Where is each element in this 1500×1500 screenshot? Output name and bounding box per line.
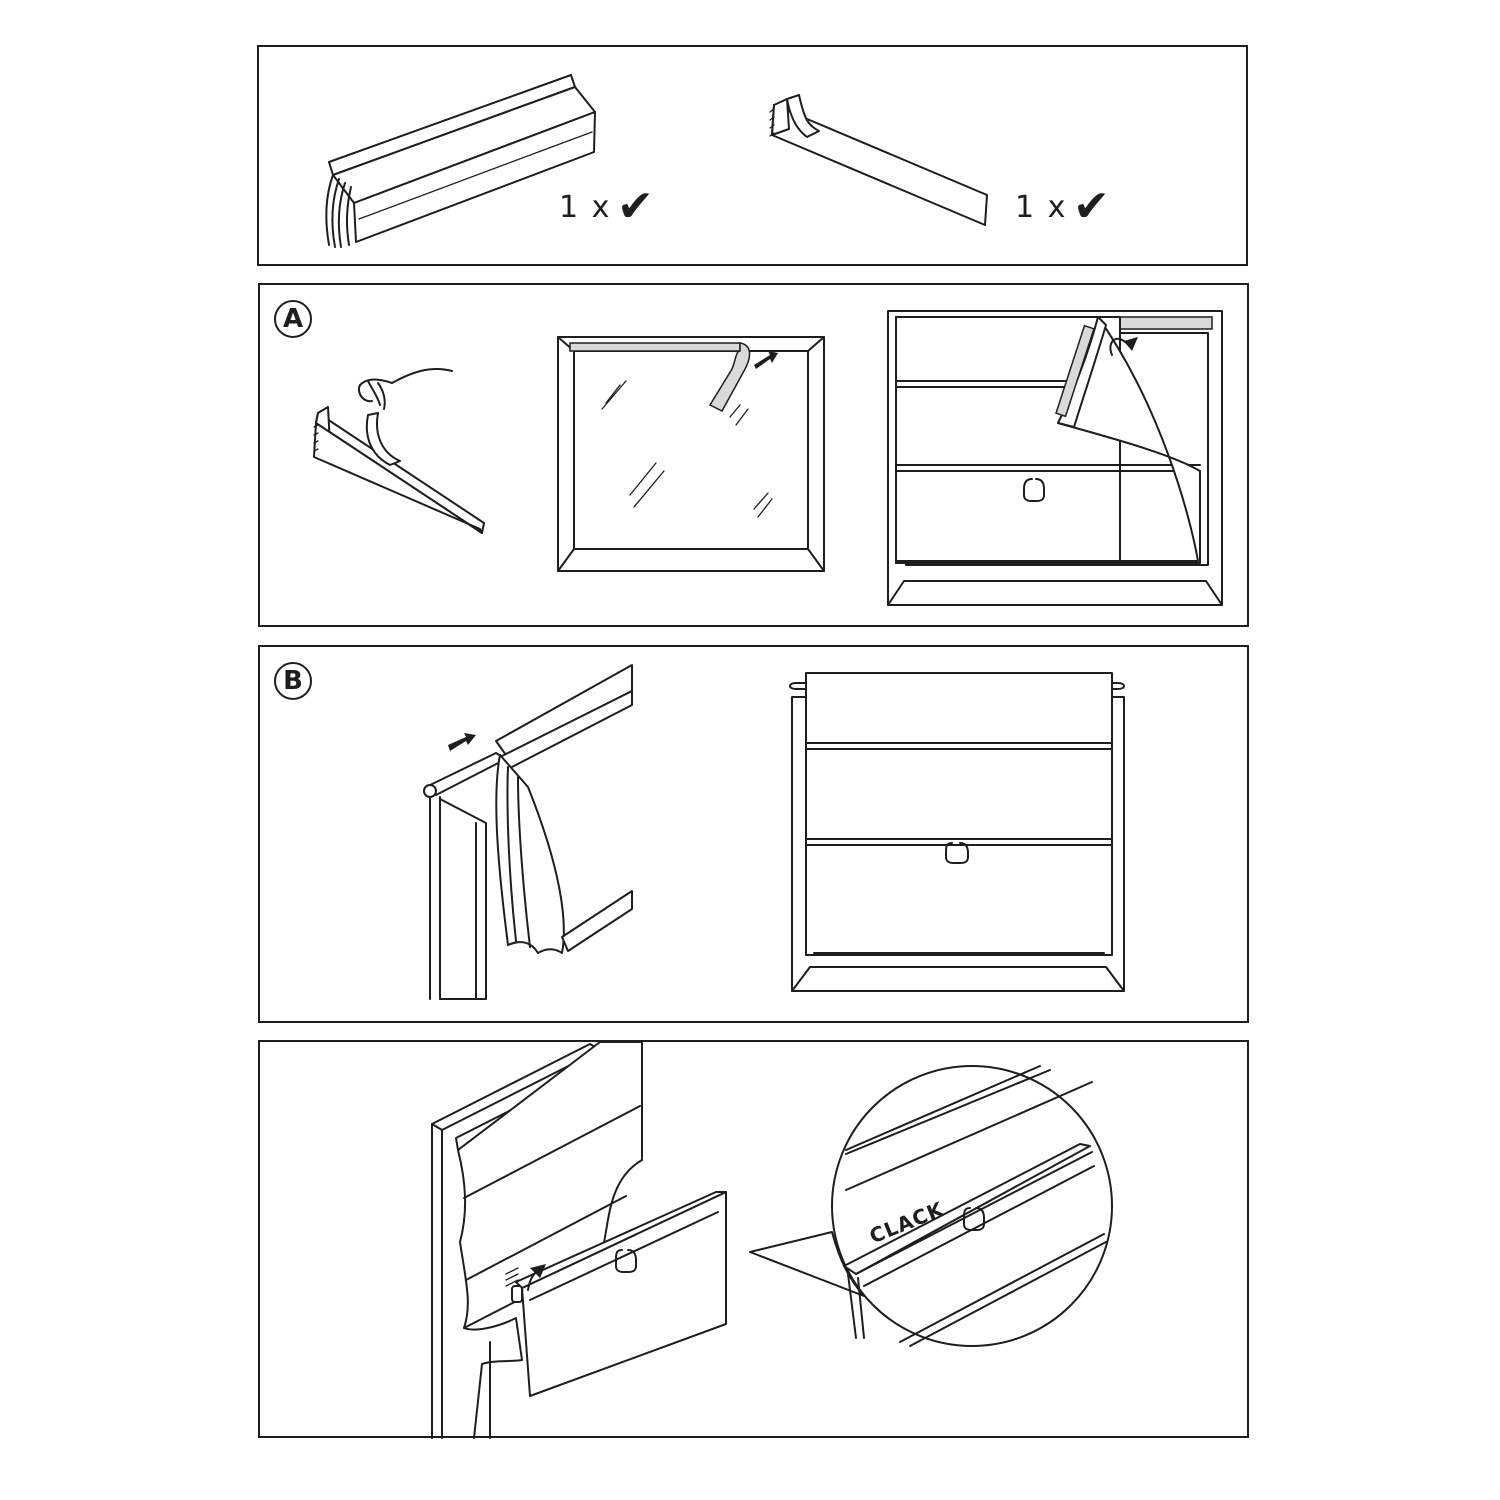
parts-panel: 1 x ✔ 1 x ✔ [257, 45, 1248, 266]
step-b-panel: B [258, 645, 1249, 1023]
step-b-illustration [423, 664, 1125, 1000]
clip-detail-panel: CLACK [258, 1040, 1249, 1439]
rail-check-icon: ✔ [1073, 181, 1110, 232]
blind-quantity: 1 x [559, 190, 612, 225]
slide-on-illustration [423, 664, 633, 1000]
roman-blind-part [325, 74, 596, 248]
rail-quantity: 1 x [1015, 190, 1068, 225]
window-with-tape [557, 336, 825, 572]
step-a-panel: A [258, 283, 1249, 627]
step-a-illustration [313, 310, 1223, 606]
blind-mounting-illustration [887, 310, 1223, 606]
parts-illustration [325, 74, 988, 248]
magnified-detail [749, 1065, 1113, 1347]
blind-check-icon: ✔ [617, 181, 654, 232]
clip-detail-illustration [431, 1041, 1113, 1439]
installed-blind-front [789, 672, 1125, 992]
step-a-label: A [274, 300, 312, 338]
step-b-label: B [274, 662, 312, 700]
raise-blind-illustration [431, 1041, 727, 1439]
adhesive-rail-part [769, 94, 988, 226]
peel-tape-illustration [313, 367, 485, 534]
